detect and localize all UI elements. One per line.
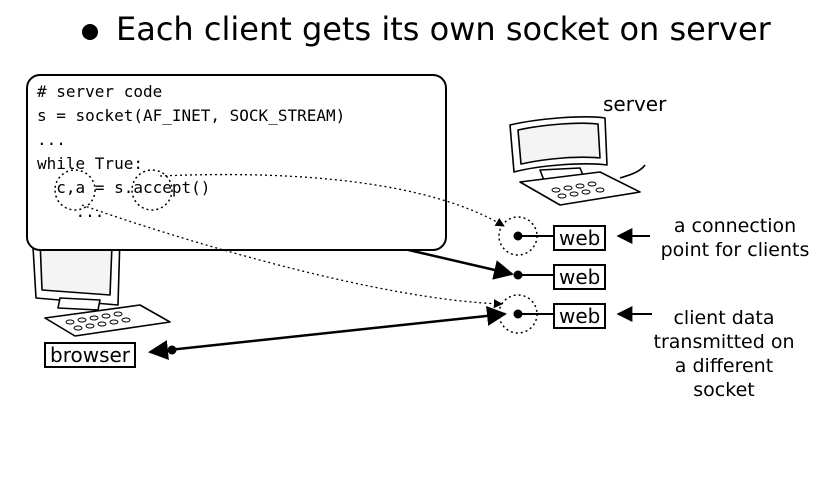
slide-title: Each client gets its own socket on serve… bbox=[116, 10, 771, 48]
listen-socket-arrow bbox=[399, 246, 514, 280]
code-line-6: ... bbox=[37, 202, 105, 221]
code-line-2: s = socket(AF_INET, SOCK_STREAM) bbox=[37, 106, 346, 125]
annotation-client-data: client data transmitted on a different s… bbox=[653, 307, 795, 401]
code-line-3: ... bbox=[37, 130, 66, 149]
bullet-icon bbox=[82, 24, 98, 40]
client-connection-arrow bbox=[148, 305, 507, 361]
web-socket-box-2: web bbox=[553, 264, 607, 290]
browser-endpoint-dot bbox=[167, 345, 177, 355]
server-label: server bbox=[603, 92, 667, 116]
code-line-1: # server code bbox=[37, 82, 163, 101]
server-computer-icon bbox=[509, 116, 646, 206]
annotation-connection-point: a connection point for clients bbox=[660, 215, 810, 261]
server-code-box: # server code s = socket(AF_INET, SOCK_S… bbox=[26, 74, 447, 251]
browser-box: browser bbox=[44, 342, 137, 368]
code-line-5: c,a = s.accept() bbox=[37, 178, 211, 197]
web-socket-box-3: web bbox=[553, 303, 607, 329]
code-line-4: while True: bbox=[37, 154, 143, 173]
web-socket-box-1: web bbox=[553, 225, 607, 251]
